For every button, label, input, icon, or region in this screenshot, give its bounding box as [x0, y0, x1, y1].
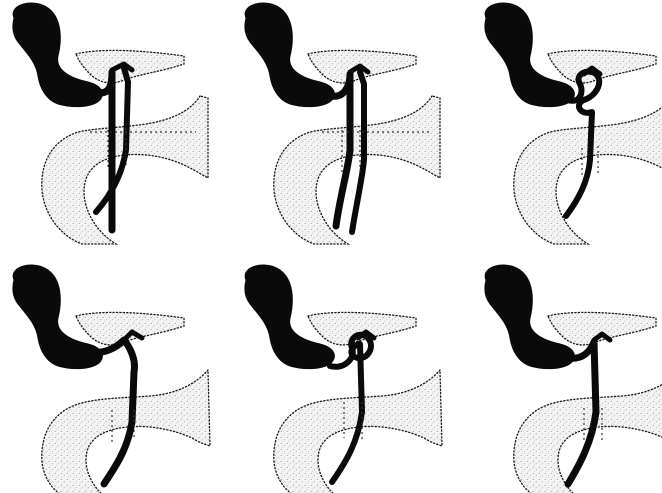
duodenum-shape	[274, 96, 440, 244]
variant-panel-5	[245, 265, 442, 493]
variant-panel-4	[13, 265, 210, 493]
liver-edge-shape	[308, 312, 416, 345]
variant-panel-1	[13, 3, 208, 244]
variant-panel-6	[485, 265, 662, 493]
duodenum-shape	[514, 370, 662, 493]
liver-edge-shape	[76, 312, 184, 345]
liver-edge-shape	[548, 50, 656, 83]
variant-panel-3	[485, 3, 662, 244]
variant-panel-2	[245, 3, 440, 244]
liver-edge-shape	[548, 312, 656, 345]
duodenum-shape	[42, 370, 210, 493]
